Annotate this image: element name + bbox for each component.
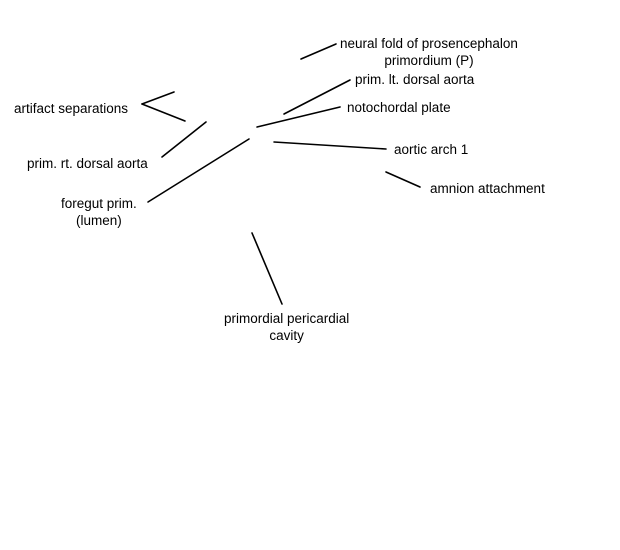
leader-prim-lt-dorsal-aorta bbox=[283, 79, 351, 115]
label-aortic-arch-1: aortic arch 1 bbox=[394, 142, 469, 157]
label-amnion-attachment: amnion attachment bbox=[430, 181, 545, 196]
label-neural-fold-line1: neural fold of prosencephalon bbox=[340, 36, 518, 51]
leader-artifact-separations-upper bbox=[141, 91, 175, 105]
leader-amnion-attachment bbox=[385, 171, 421, 188]
leader-neural-fold bbox=[300, 43, 337, 60]
label-foregut-prim-line2: (lumen) bbox=[76, 213, 122, 228]
leader-notochordal-plate bbox=[256, 106, 341, 128]
label-foregut-prim-line1: foregut prim. bbox=[61, 196, 137, 211]
leader-foregut-prim bbox=[147, 138, 250, 203]
label-primordial-pericardial-cavity-line2: cavity bbox=[269, 328, 304, 343]
leader-aortic-arch-1 bbox=[273, 141, 387, 150]
label-foregut-prim: foregut prim. (lumen) bbox=[61, 195, 137, 229]
label-primordial-pericardial-cavity-line1: primordial pericardial bbox=[224, 311, 350, 326]
leader-artifact-separations-lower bbox=[141, 103, 186, 122]
label-prim-rt-dorsal-aorta: prim. rt. dorsal aorta bbox=[27, 156, 148, 171]
label-prim-lt-dorsal-aorta: prim. lt. dorsal aorta bbox=[355, 72, 475, 87]
leader-prim-rt-dorsal-aorta bbox=[161, 121, 207, 158]
label-artifact-separations: artifact separations bbox=[14, 101, 129, 116]
leader-primordial-pericardial-cavity bbox=[251, 232, 283, 305]
label-primordial-pericardial-cavity: primordial pericardial cavity bbox=[224, 310, 349, 344]
label-neural-fold: neural fold of prosencephalon primordium… bbox=[340, 35, 518, 69]
label-neural-fold-line2: primordium (P) bbox=[384, 53, 474, 68]
label-notochordal-plate: notochordal plate bbox=[347, 100, 451, 115]
